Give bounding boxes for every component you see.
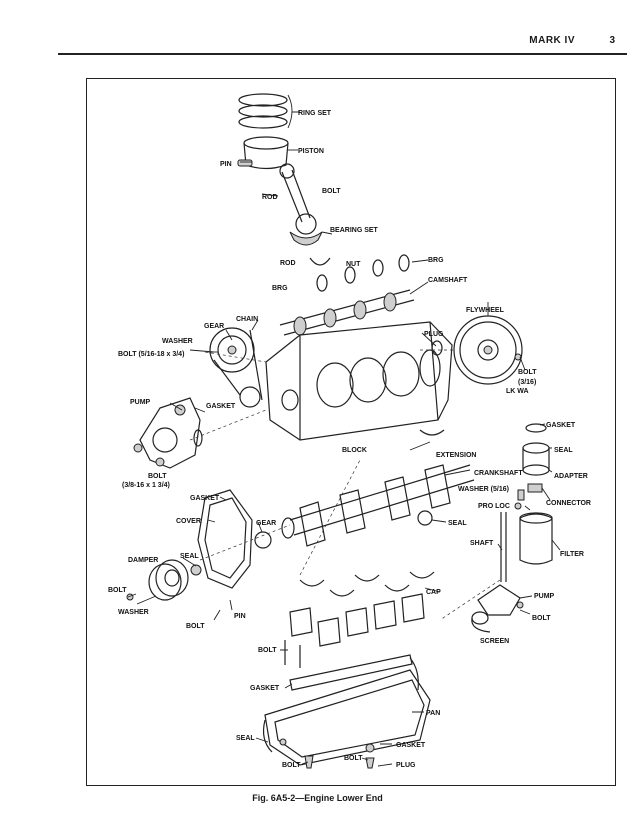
timing-chain-drawing: [208, 327, 263, 408]
label-ring-set: RING SET: [298, 110, 332, 117]
label-adapter: ADAPTER: [554, 473, 588, 480]
label-bolt-pump-spec: (3/8-16 x 1 3/4): [122, 482, 170, 489]
label-bolt-cap: BOLT: [258, 647, 277, 654]
label-bolt-cam: BOLT (5/16-18 x 3/4): [118, 351, 184, 358]
flywheel-drawing: [453, 315, 523, 385]
label-nut: NUT: [346, 261, 361, 268]
label-bolt-cover: BOLT: [186, 623, 205, 630]
label-camshaft: CAMSHAFT: [428, 277, 468, 284]
piston-drawing: [237, 136, 298, 170]
label-rod-top: ROD: [262, 194, 278, 201]
label-lk-wa: LK WA: [506, 388, 529, 395]
page-number: 3: [609, 35, 615, 46]
label-gasket-plug: GASKET: [396, 742, 426, 749]
label-connector: CONNECTOR: [546, 500, 591, 507]
label-gear-crank: GEAR: [256, 520, 276, 527]
label-gasket-filter: GASKET: [546, 422, 576, 429]
label-filter: FILTER: [560, 551, 584, 558]
oil-filter-drawing: [514, 423, 553, 565]
label-chain: CHAIN: [236, 316, 258, 323]
label-washer-top: WASHER: [162, 338, 193, 345]
label-brg-right: BRG: [428, 257, 444, 264]
label-bolt-pump: BOLT: [148, 473, 167, 480]
label-plug-pan: PLUG: [396, 762, 416, 769]
oil-pan-drawing: [262, 654, 431, 769]
label-cover: COVER: [176, 518, 201, 525]
header-rule: [58, 53, 627, 55]
label-fly-spec: (3/16): [518, 379, 536, 386]
figure-frame: [86, 78, 616, 786]
label-block: BLOCK: [342, 447, 367, 454]
label-gasket-cover: GASKET: [190, 495, 220, 502]
label-pump-left: PUMP: [130, 399, 151, 406]
damper-drawing: [126, 559, 202, 601]
front-pump-drawing: [133, 397, 203, 469]
label-piston: PISTON: [298, 148, 324, 155]
label-washer-damper: WASHER: [118, 609, 149, 616]
timing-cover-drawing: [197, 489, 272, 589]
camshaft-drawing: [279, 254, 429, 336]
label-seal-filter: SEAL: [554, 447, 573, 454]
label-bolt-pump-right: BOLT: [532, 615, 551, 622]
oil-pump-screen-drawing: [471, 512, 524, 633]
label-shaft: SHAFT: [470, 540, 494, 547]
label-screen: SCREEN: [480, 638, 509, 645]
label-rod-mid: ROD: [280, 260, 296, 267]
label-bearing-set: BEARING SET: [330, 227, 379, 234]
label-bolt-rod: BOLT: [322, 188, 341, 195]
ring-set-drawing: [238, 93, 300, 129]
header-title: MARK IV: [529, 35, 575, 46]
label-pro-loc: PRO LOC: [478, 503, 510, 510]
label-damper: DAMPER: [128, 557, 158, 564]
label-crankshaft: CRANKSHAFT: [474, 470, 523, 477]
label-seal-damper: SEAL: [180, 553, 199, 560]
label-brg-left: BRG: [272, 285, 288, 292]
label-bolt-fly: BOLT: [518, 369, 537, 376]
crankshaft-drawing: [281, 464, 475, 547]
label-plug-top: PLUG: [424, 331, 444, 338]
label-gasket-pan: GASKET: [250, 685, 280, 692]
label-flywheel: FLYWHEEL: [466, 307, 505, 314]
label-gasket-pump: GASKET: [206, 403, 236, 410]
label-extension: EXTENSION: [436, 452, 476, 459]
page-header: MARK IV 3: [0, 0, 635, 60]
label-bolt-pan-right: BOLT: [344, 755, 363, 762]
connecting-rod-drawing: [279, 163, 333, 266]
label-pin-cover: PIN: [234, 613, 246, 620]
figure-caption: Fig. 6A5-2—Engine Lower End: [252, 793, 383, 803]
label-bolt-damper: BOLT: [108, 587, 127, 594]
label-seal-pan: SEAL: [236, 735, 255, 742]
alignment-lines: [189, 349, 501, 621]
label-cap: CAP: [426, 589, 441, 596]
label-bolt-pan-left: BOLT: [282, 762, 301, 769]
label-washer-filter: WASHER (5/16): [458, 486, 509, 493]
label-pan: PAN: [426, 710, 440, 717]
leader-lines: [127, 161, 561, 767]
label-pump-right: PUMP: [534, 593, 555, 600]
label-pin-top: PIN: [220, 161, 232, 168]
engine-block-drawing: [265, 321, 453, 441]
label-seal-crank: SEAL: [448, 520, 467, 527]
label-gear-top: GEAR: [204, 323, 224, 330]
bearing-caps-drawing: [284, 571, 435, 668]
